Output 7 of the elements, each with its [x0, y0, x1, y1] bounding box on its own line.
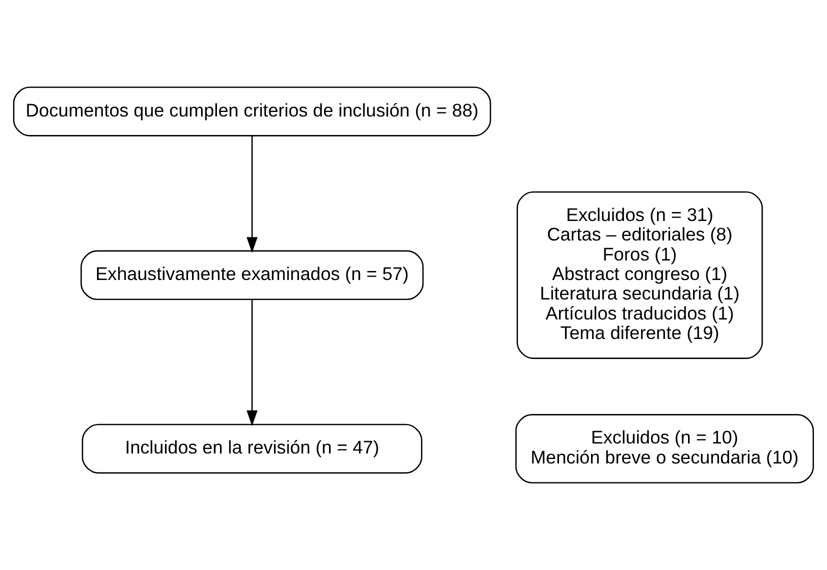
arrow [246, 300, 258, 426]
node-box: Exhaustivamente examinados (n = 57) [80, 250, 424, 300]
node-box: Incluidos en la revisión (n = 47) [82, 424, 422, 474]
node-box: Excluidos (n = 31) Cartas – editoriales (8) Foros (1) Abstract congreso (1) Literatura secundaria (1) Artículos traducidos (1) Tema diferente (19) [516, 191, 763, 359]
node-box: Excluidos (n = 10) Mención breve o secundaria (10) [515, 414, 814, 484]
arrow [246, 136, 258, 253]
node-box: Documentos que cumplen criterios de inclusión (n = 88) [13, 86, 492, 136]
